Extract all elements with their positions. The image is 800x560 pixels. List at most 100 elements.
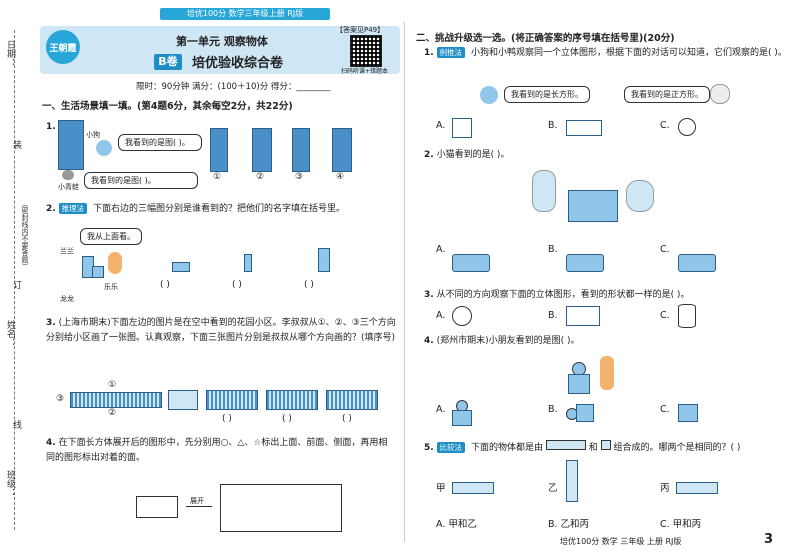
dir-3: ③: [56, 394, 65, 404]
cake-view-c: [678, 254, 716, 272]
block-stack-2: [92, 266, 104, 278]
s1-q3-number: 3.: [46, 318, 56, 328]
fridge-icon: [58, 120, 84, 170]
s1-q4-text: 在下面长方体展开后的图形中，先分别用○、△、☆标出上面、前面、侧面，再用相同的图…: [46, 438, 388, 463]
dir-2: ②: [108, 408, 117, 418]
answer-reference: 【答案见P49】: [336, 26, 385, 34]
s2-q5-option-a: A. 甲和乙: [436, 519, 477, 530]
view-option-1: [168, 390, 198, 410]
s2-q5-option-c: C. 甲和丙: [660, 519, 702, 530]
unfold-arrow-icon: [186, 506, 212, 507]
s1-q3-text: (上海市期末)下面左边的图片是在空中看到的花园小区。李叔叔从①、②、③三个方向分…: [46, 318, 396, 343]
s1-q3: 3. (上海市期末)下面左边的图片是在空中看到的花园小区。李叔叔从①、②、③三个…: [46, 316, 396, 346]
s2-q5-number: 5.: [424, 443, 434, 453]
garden-aerial-view: [70, 392, 162, 408]
blank-1: ( ): [160, 280, 170, 290]
qr-label: 扫码听课+错题本: [341, 68, 389, 75]
s2-q1-number: 1.: [424, 48, 434, 58]
qr-code-icon: [350, 35, 382, 67]
date-label: 日期：: [5, 40, 15, 67]
s2-q1: 1. 例推法 小狗和小鸭观察同一个立体图形，根据下面的对话可以知道，它们观察的是…: [424, 46, 792, 61]
series-strip: 培优100分 数学三年级上册 RJ版: [160, 8, 330, 20]
dog-speech-bubble: 我看到的是图( )。: [118, 134, 202, 151]
view-option-4: [326, 390, 378, 410]
label-jia: 甲: [436, 483, 446, 494]
sphere-icon: [452, 306, 472, 326]
seal-word-2: 订: [11, 280, 21, 289]
view-top: [172, 262, 190, 272]
dog-icon: [96, 140, 112, 156]
s2-q4-option-c: C.: [660, 404, 670, 415]
duck-icon: [710, 84, 730, 104]
s2-q5: 5. 比较法 下面的物体都是由 和 组合成的。哪两个是相同的？( ): [424, 440, 792, 456]
brand-logo: 王朝霞: [46, 30, 80, 64]
small-cube-icon: [600, 440, 611, 450]
s2-q1-tag: 例推法: [436, 47, 466, 58]
fridge-view-3: [292, 128, 310, 172]
s2-q3-option-a: A.: [436, 310, 446, 321]
s2-q3: 3. 从不同的方向观察下面的立体图形，看到的形状都一样的是( )。: [424, 288, 689, 303]
lanlan-speech-bubble: 我从上面看。: [80, 228, 142, 245]
s2-q5-option-b: B. 乙和丙: [548, 519, 590, 530]
s1-q2-text: 下面右边的三幅图分别是谁看到的？把他们的名字填在括号里。: [92, 204, 345, 214]
s2-q5-text-b: 和: [588, 443, 598, 453]
q3-blank-3: ( ): [342, 414, 352, 424]
cuboid-icon: [566, 120, 602, 136]
blank-3: ( ): [304, 280, 314, 290]
s2-q3-text: 从不同的方向观察下面的立体图形，看到的形状都一样的是( )。: [436, 290, 690, 300]
page-number: 3: [764, 532, 774, 547]
s2-q5-text-c: 组合成的。哪两个是相同的？( ): [613, 443, 741, 453]
cube-icon: [452, 118, 472, 138]
choice-2: ②: [256, 172, 265, 182]
s1-q2-tag: 推理法: [58, 203, 88, 214]
cylinder-icon: [678, 304, 696, 328]
blank-2: ( ): [232, 280, 242, 290]
s2-q2-text: 小猫看到的是( )。: [436, 150, 510, 160]
binding-margin: 日期： （密封线内不要答题） 姓名： 班级： 装 订 线: [0, 0, 38, 560]
child-lele-icon: [108, 252, 122, 274]
s2-q2-option-a: A.: [436, 244, 446, 255]
shape-jia: [452, 482, 494, 494]
cake-view-b: [566, 254, 604, 272]
choice-3: ③: [295, 172, 304, 182]
s2-q1-text: 小狗和小鸭观察同一个立体图形，根据下面的对话可以知道，它们观察的是( )。: [470, 48, 787, 58]
s2-q1-option-c: C.: [660, 120, 670, 131]
view-front: [318, 248, 330, 272]
s2-q3-number: 3.: [424, 290, 434, 300]
choice-1: ①: [213, 172, 222, 182]
exam-header: [40, 26, 400, 74]
view-option-3: [266, 390, 318, 410]
s2-q4-text: (郑州市期末)小朋友看到的是图( )。: [436, 336, 580, 346]
view-b-cube: [576, 404, 594, 422]
dog-icon: [480, 86, 498, 104]
class-label: 班级：: [5, 470, 15, 497]
exam-title: 培优验收综合卷: [192, 56, 284, 71]
cake-view-a: [452, 254, 490, 272]
s2-q4-option-a: A.: [436, 404, 446, 415]
top-bar: [0, 0, 800, 18]
cube-icon: [568, 374, 590, 394]
snail-speech-bubble: 我看到的是图( )。: [84, 172, 198, 189]
slab-icon: [545, 440, 586, 450]
view-side: [244, 254, 252, 272]
cuboid-net: [220, 484, 342, 532]
table-icon: [568, 190, 618, 222]
s2-q2: 2. 小猫看到的是( )。: [424, 148, 509, 163]
name-longlong: 龙龙: [60, 295, 74, 303]
label-bing: 丙: [660, 483, 670, 494]
child-icon: [600, 356, 614, 390]
fridge-view-1: [210, 128, 228, 172]
view-option-2: [206, 390, 258, 410]
page-footer: 培优100分 数学 三年级 上册 RJ版: [560, 537, 682, 546]
cat-icon: [626, 180, 654, 212]
dog-speech-bubble: 我看到的是长方形。: [504, 86, 590, 103]
shape-yi: [566, 460, 578, 502]
q3-blank-2: ( ): [282, 414, 292, 424]
seal-word-3: 线: [11, 420, 21, 429]
s2-q2-number: 2.: [424, 150, 434, 160]
seal-note: （密封线内不要答题）: [21, 200, 29, 270]
name-label: 姓名：: [5, 320, 15, 347]
rabbit-icon: [532, 170, 556, 212]
cuboid-icon: [136, 496, 178, 518]
label-yi: 乙: [548, 483, 558, 494]
